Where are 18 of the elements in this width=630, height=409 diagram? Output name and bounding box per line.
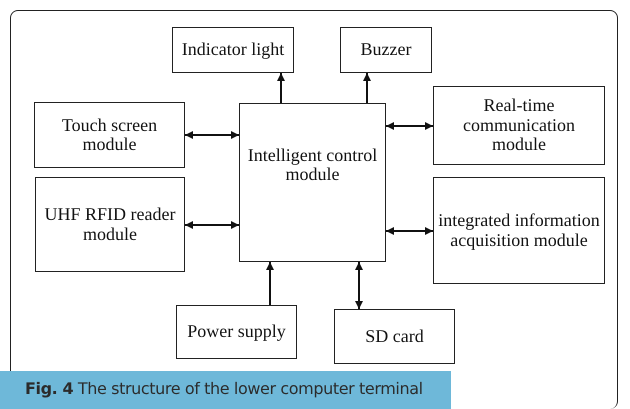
arrow	[277, 73, 285, 103]
module-box: SD card	[334, 309, 455, 364]
arrow	[386, 122, 433, 130]
module-box: Touch screen module	[34, 102, 185, 168]
module-box: Real-time communication module	[433, 86, 605, 165]
module-box: integrated information acquisition module	[433, 177, 605, 284]
arrow	[266, 262, 274, 305]
figure-caption: Fig. 4 The structure of the lower computer terminal	[25, 379, 423, 398]
module-box: Intelligent control module	[239, 103, 386, 262]
arrow	[185, 221, 239, 229]
module-box: Power supply	[176, 305, 297, 359]
arrow	[355, 262, 363, 309]
arrow	[185, 131, 239, 139]
module-box: UHF RFID reader module	[35, 177, 185, 272]
module-box: Buzzer	[340, 27, 432, 73]
module-box: Indicator light	[172, 27, 294, 73]
arrow	[363, 73, 371, 103]
arrow	[386, 227, 433, 235]
